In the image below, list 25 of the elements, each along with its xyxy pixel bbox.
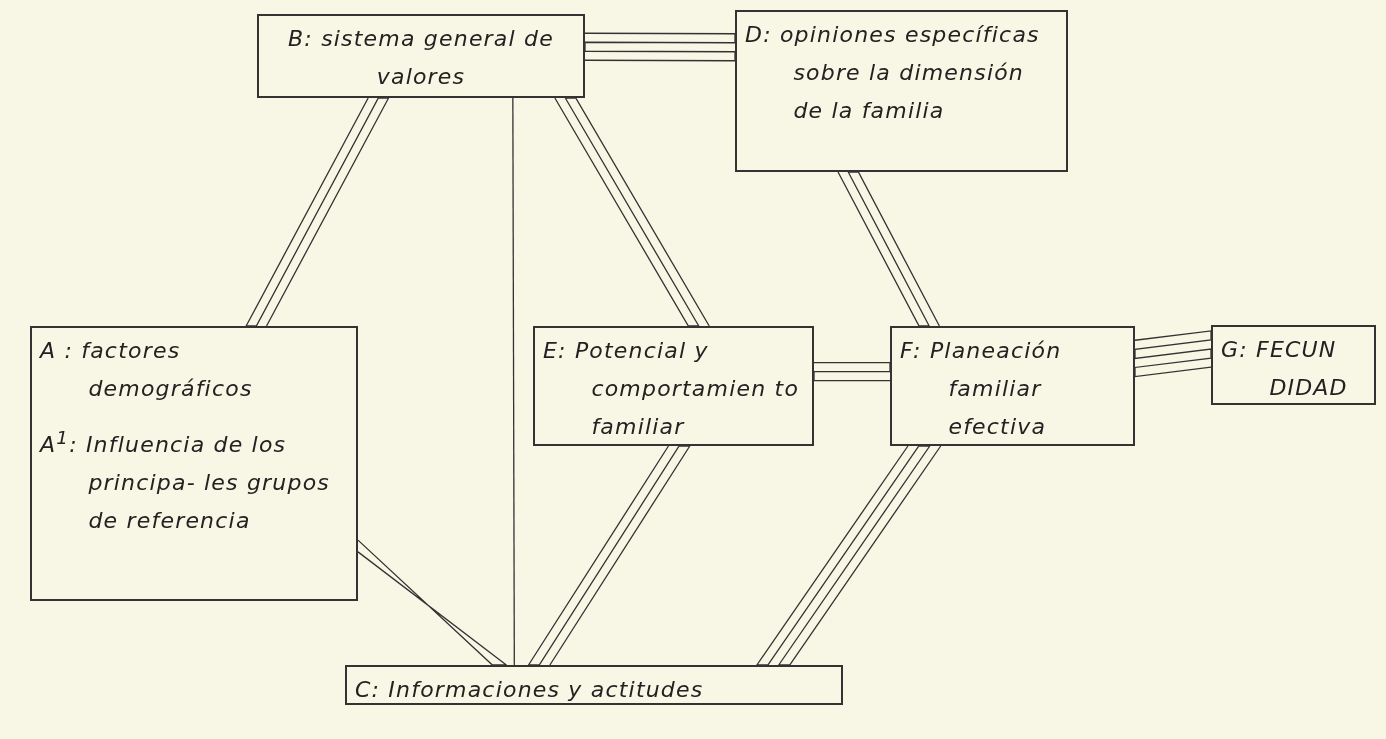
parallel-line-connector	[357, 539, 509, 666]
box-label: C: Informaciones y actitudes	[355, 676, 705, 704]
concept-box	[1211, 325, 1376, 405]
parallel-line-connector	[245, 97, 390, 327]
concept-box	[257, 14, 585, 98]
box-label: B: sistema general de valores	[287, 25, 555, 91]
parallel-line-connector	[813, 361, 891, 382]
parallel-line-connector	[837, 171, 940, 327]
box-label: E: Potencial y comportamien to familiar	[543, 337, 801, 441]
parallel-line-connector	[527, 445, 691, 666]
parallel-line-connector	[1134, 330, 1212, 378]
concept-box	[345, 665, 843, 705]
box-label: F: Planeación familiar efectiva	[900, 337, 1063, 441]
concept-box	[533, 326, 814, 446]
box-label: G: FECUN DIDAD	[1221, 336, 1349, 402]
parallel-line-connector	[584, 32, 736, 62]
parallel-line-connector	[755, 445, 942, 666]
concept-box	[30, 326, 358, 601]
box-label: D: opiniones específicas sobre la dimensión de la familia	[745, 21, 1041, 125]
connector-line	[512, 97, 515, 666]
box-label: A$^{1}$: Influencia de los principa- les grupos de referencia	[40, 425, 331, 535]
box-label: A : factores demográficos	[40, 337, 254, 403]
concept-box	[890, 326, 1135, 446]
concept-box	[735, 10, 1068, 172]
parallel-line-connector	[554, 97, 710, 327]
